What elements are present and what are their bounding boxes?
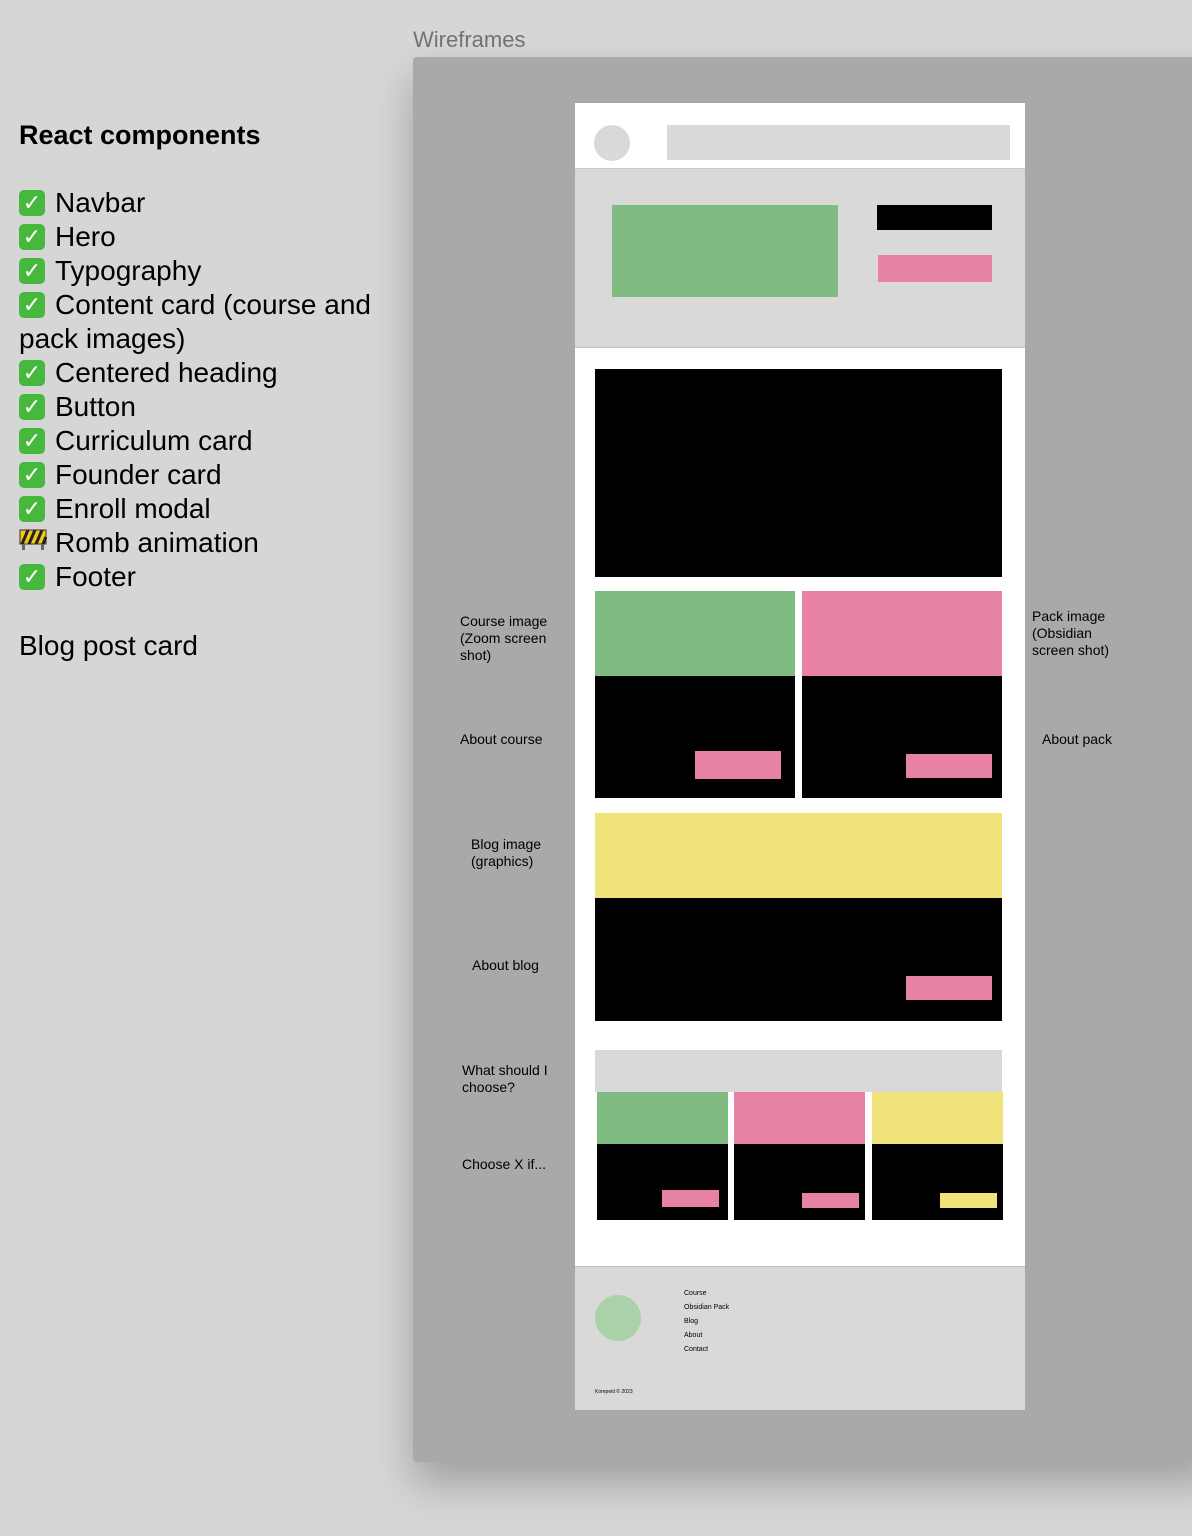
blog-image-placeholder — [595, 813, 1002, 898]
footer-links: Course Obsidian Pack Blog About Contact — [684, 1287, 804, 1357]
checklist-item: Romb animation — [19, 526, 411, 560]
checklist-item: ✓ Founder card — [19, 458, 411, 492]
footer-link-contact[interactable]: Contact — [684, 1346, 709, 1353]
annotation-pack-image: Pack image (Obsidian screen shot) — [1032, 608, 1110, 658]
checklist-item: ✓ Curriculum card — [19, 424, 411, 458]
checklist-item-label: Button — [55, 391, 136, 422]
annotation-what-choose: What should I choose? — [462, 1062, 548, 1095]
hero-image-placeholder — [612, 205, 838, 297]
footer-link-about[interactable]: About — [684, 1332, 703, 1339]
course-image-placeholder — [595, 591, 795, 676]
checklist-item-label: Founder card — [55, 459, 222, 490]
checkmark-icon: ✓ — [19, 462, 45, 488]
construction-icon — [19, 529, 47, 550]
footer-logo-placeholder — [595, 1295, 641, 1341]
checklist-item-label: Footer — [55, 561, 136, 592]
checklist-item: ✓ Footer — [19, 560, 411, 594]
footer-copyright: Korepeid © 2023 — [595, 1389, 633, 1395]
checklist-item-label: Typography — [55, 255, 202, 286]
compare-card-2-image — [734, 1092, 865, 1144]
compare-card-2-body — [734, 1144, 865, 1220]
checkmark-icon: ✓ — [19, 564, 45, 590]
compare-card-1-image — [597, 1092, 728, 1144]
checkmark-icon: ✓ — [19, 292, 45, 318]
pack-button-placeholder — [906, 754, 992, 778]
checkmark-icon: ✓ — [19, 258, 45, 284]
nav-bar-placeholder — [667, 125, 1010, 160]
checklist-item-label: Centered heading — [55, 357, 278, 388]
pack-image-placeholder — [802, 591, 1002, 676]
hero-placeholder — [575, 169, 1025, 348]
annotation-about-pack: About pack — [1042, 731, 1113, 747]
course-about-placeholder — [595, 676, 795, 798]
checklist-item-label: Romb animation — [55, 527, 259, 558]
checklist-item: ✓ Centered heading — [19, 356, 411, 390]
course-button-placeholder — [695, 751, 781, 779]
checklist-item: ✓ Typography — [19, 254, 411, 288]
checklist-item-label: Enroll modal — [55, 493, 211, 524]
footer-link-course[interactable]: Course — [684, 1290, 707, 1297]
checklist-item: ✓ Navbar — [19, 186, 411, 220]
footer-placeholder: Course Obsidian Pack Blog About Contact … — [575, 1266, 1025, 1410]
compare-card-3-body — [872, 1144, 1003, 1220]
annotation-blog-image: Blog image (graphics) — [471, 836, 542, 869]
hero-heading-placeholder — [877, 205, 992, 230]
main-media-placeholder — [595, 369, 1002, 577]
checkmark-icon: ✓ — [19, 190, 45, 216]
checklist-item: ✓ Enroll modal — [19, 492, 411, 526]
navbar-placeholder — [575, 103, 1025, 169]
blog-button-placeholder — [906, 976, 992, 1000]
compare-card-3-image — [872, 1092, 1003, 1144]
compare-card-1-body — [597, 1144, 728, 1220]
hero-button-placeholder — [878, 255, 992, 282]
notes-title: React components — [19, 120, 261, 150]
annotation-choose-x: Choose X if... — [462, 1156, 547, 1172]
annotation-about-course: About course — [460, 731, 543, 747]
annotation-course-image: Course image (Zoom screen shot) — [460, 613, 548, 663]
checklist-item-label: Hero — [55, 221, 116, 252]
compare-card-2-button — [802, 1193, 859, 1208]
frame-label[interactable]: Wireframes — [413, 27, 526, 52]
compare-card-1-button — [662, 1190, 719, 1207]
checklist-item: ✓ Button — [19, 390, 411, 424]
page-wireframe[interactable]: Course Obsidian Pack Blog About Contact … — [575, 103, 1025, 1410]
pack-about-placeholder — [802, 676, 1002, 798]
blog-post-card-note: Blog post card — [19, 630, 198, 661]
checkmark-icon: ✓ — [19, 224, 45, 250]
checklist-item-label: Content card (course and pack images) — [19, 289, 371, 354]
checklist-item: ✓ Hero — [19, 220, 411, 254]
logo-placeholder — [594, 125, 630, 161]
checklist-item: ✓Content card (course and pack images) — [19, 288, 411, 356]
checkmark-icon: ✓ — [19, 496, 45, 522]
annotation-about-blog: About blog — [472, 957, 539, 973]
blog-about-placeholder — [595, 898, 1002, 1021]
checkmark-icon: ✓ — [19, 428, 45, 454]
checklist-item-label: Navbar — [55, 187, 146, 218]
compare-card-3-button — [940, 1193, 997, 1208]
compare-heading-placeholder — [595, 1050, 1002, 1092]
checklist-item-label: Curriculum card — [55, 425, 253, 456]
checkmark-icon: ✓ — [19, 394, 45, 420]
checkmark-icon: ✓ — [19, 360, 45, 386]
component-checklist: ✓Navbar ✓Hero ✓Typography ✓Content card … — [19, 186, 411, 594]
footer-link-obsidian-pack[interactable]: Obsidian Pack — [684, 1304, 730, 1311]
footer-link-blog[interactable]: Blog — [684, 1318, 699, 1325]
